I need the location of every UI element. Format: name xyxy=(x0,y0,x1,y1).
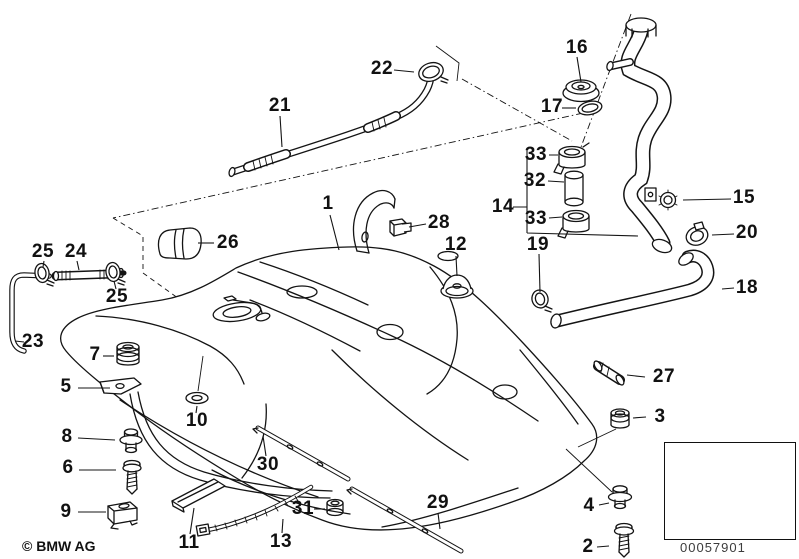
hose-clamp-22-icon xyxy=(418,61,449,84)
vent-assembly-14 xyxy=(513,142,639,239)
part-label-21: 21 xyxy=(268,95,292,116)
car-location-inset xyxy=(664,442,796,540)
vent-tube-32-icon xyxy=(564,170,584,207)
part-label-12: 12 xyxy=(444,234,468,255)
clamp-bracket-9-icon xyxy=(107,501,138,530)
vent-hose-18-drawing xyxy=(550,249,715,329)
part-label-8: 8 xyxy=(61,426,73,447)
part-label-26: 26 xyxy=(216,232,240,253)
part-label-19: 19 xyxy=(526,234,550,255)
fuel-sender-plate xyxy=(212,295,271,323)
hose-clamp-33-top-icon xyxy=(553,142,590,175)
collar-nut-8-icon xyxy=(119,428,143,454)
part-label-30: 30 xyxy=(256,454,280,475)
part-label-9: 9 xyxy=(60,501,72,522)
clip-28-icon xyxy=(389,218,412,237)
washer-10-icon xyxy=(185,391,209,405)
part-label-11: 11 xyxy=(178,532,200,553)
collar-nut-4-icon xyxy=(607,485,633,510)
hex-bolt-6-icon xyxy=(122,459,142,495)
part-label-15: 15 xyxy=(732,187,756,208)
part-label-10: 10 xyxy=(185,410,209,431)
part-label-2: 2 xyxy=(582,536,594,557)
part-label-25-right: 25 xyxy=(105,286,129,307)
pipe-bracket-tab xyxy=(644,187,657,202)
part-label-3: 3 xyxy=(654,406,666,427)
hose-clamp-25-left-icon xyxy=(34,262,55,287)
support-strip-29-icon xyxy=(346,486,464,554)
hose-clamp-33-bottom-icon xyxy=(557,209,590,239)
part-label-4: 4 xyxy=(583,495,595,516)
grommet-3-icon xyxy=(610,408,630,429)
tension-strap-13-icon xyxy=(195,484,314,537)
part-label-28: 28 xyxy=(427,212,451,233)
support-strip-30-icon xyxy=(252,425,351,482)
part-label-20: 20 xyxy=(735,222,759,243)
grommet-12-icon xyxy=(440,274,474,299)
tank-hook-bracket xyxy=(352,189,396,254)
part-label-23: 23 xyxy=(21,331,45,352)
diagram-code: 00057901 xyxy=(680,540,746,555)
leader-lines xyxy=(14,56,735,548)
part-label-22: 22 xyxy=(370,58,394,79)
filler-pipe-drawing xyxy=(606,17,678,254)
filler-cap-16-icon xyxy=(562,79,600,103)
hose-clamp-19-icon xyxy=(531,289,553,313)
rubber-buffer-26-icon xyxy=(157,227,202,260)
sealing-ring-17-icon xyxy=(577,100,603,116)
connector-tube-27-icon xyxy=(593,360,625,386)
part-label-1: 1 xyxy=(322,193,334,214)
part-label-27: 27 xyxy=(652,366,676,387)
part-label-33-bottom: 33 xyxy=(524,208,548,229)
protection-pad-11-icon xyxy=(171,478,226,513)
part-label-6: 6 xyxy=(62,457,74,478)
hose-clamp-20-icon xyxy=(685,221,709,246)
fuel-hose-24-drawing xyxy=(9,261,127,354)
part-label-17: 17 xyxy=(540,96,564,117)
fuel-tank-drawing xyxy=(60,189,598,531)
fuel-pipe-21-drawing xyxy=(228,71,435,178)
part-label-5: 5 xyxy=(60,376,72,397)
hex-bolt-2-icon xyxy=(613,522,635,558)
part-label-13: 13 xyxy=(269,531,293,552)
part-label-29: 29 xyxy=(426,492,450,513)
part-label-16: 16 xyxy=(565,37,589,58)
part-label-7: 7 xyxy=(89,344,101,365)
part-label-31: 31 xyxy=(291,498,315,519)
part-label-25-left: 25 xyxy=(31,241,55,262)
part-label-32: 32 xyxy=(523,170,547,191)
construction-lines xyxy=(112,13,632,325)
strap-bracket-5-icon xyxy=(99,377,142,395)
grommet-31-icon xyxy=(326,498,344,517)
part-label-33-top: 33 xyxy=(524,144,548,165)
hex-nut-15-icon xyxy=(658,189,678,211)
part-label-24: 24 xyxy=(64,241,88,262)
bmw-copyright: © BMW AG xyxy=(22,538,96,554)
part-label-18: 18 xyxy=(735,277,759,298)
rubber-buffer-7-icon xyxy=(116,341,140,366)
part-label-14: 14 xyxy=(491,196,515,217)
